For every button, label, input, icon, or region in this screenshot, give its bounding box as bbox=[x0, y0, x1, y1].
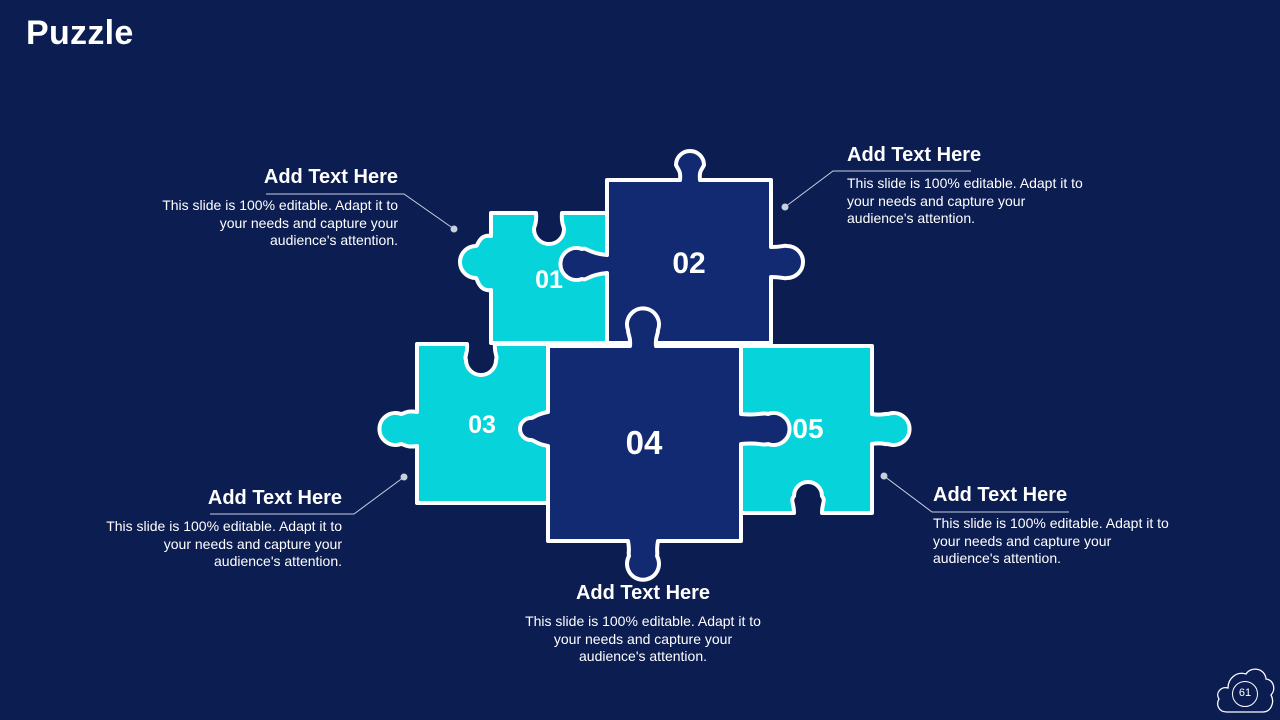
callout-body: This slide is 100% editable. Adapt it to… bbox=[106, 518, 342, 569]
connector-dot-1 bbox=[450, 225, 458, 233]
puzzle-label-01: 01 bbox=[535, 266, 563, 294]
connector-dot-4 bbox=[880, 472, 888, 480]
connector-2 bbox=[784, 170, 971, 208]
connector-dot-2 bbox=[781, 203, 789, 211]
callout-heading: Add Text Here bbox=[933, 484, 1068, 506]
cloud-icon bbox=[1217, 668, 1275, 713]
connector-dots bbox=[400, 203, 888, 481]
connector-1 bbox=[266, 193, 455, 230]
callout-heading: Add Text Here bbox=[847, 144, 982, 166]
puzzle-piece-04 bbox=[518, 306, 792, 582]
callout-04: Add Text Here This slide is 100% editabl… bbox=[523, 581, 763, 666]
page-number: 61 bbox=[1232, 681, 1258, 707]
puzzle-piece-03 bbox=[377, 342, 550, 505]
callout-body: This slide is 100% editable. Adapt it to… bbox=[525, 613, 761, 664]
callout-body: This slide is 100% editable. Adapt it to… bbox=[933, 515, 1169, 566]
slide-title: Puzzle bbox=[26, 14, 134, 52]
connector-4 bbox=[883, 475, 1069, 513]
callout-heading: Add Text Here bbox=[263, 166, 398, 188]
callout-heading: Add Text Here bbox=[575, 582, 711, 604]
puzzle-label-04: 04 bbox=[626, 424, 663, 461]
puzzle-label-05: 05 bbox=[792, 413, 823, 444]
callout-heading: Add Text Here bbox=[207, 487, 342, 509]
callout-body: This slide is 100% editable. Adapt it to… bbox=[162, 197, 398, 248]
callout-03: Add Text Here This slide is 100% editabl… bbox=[102, 486, 342, 571]
callout-body: This slide is 100% editable. Adapt it to… bbox=[847, 175, 1083, 226]
callout-01: Add Text Here This slide is 100% editabl… bbox=[158, 165, 398, 250]
puzzle-piece-05 bbox=[739, 344, 912, 515]
callout-05: Add Text Here This slide is 100% editabl… bbox=[933, 483, 1173, 568]
callout-02: Add Text Here This slide is 100% editabl… bbox=[847, 143, 1087, 228]
connector-dot-3 bbox=[400, 473, 408, 481]
puzzle-label-02: 02 bbox=[672, 247, 705, 280]
puzzle-label-03: 03 bbox=[468, 411, 496, 439]
connector-3 bbox=[210, 476, 405, 515]
connector-lines bbox=[210, 170, 1069, 515]
puzzle-piece-02 bbox=[558, 149, 805, 345]
